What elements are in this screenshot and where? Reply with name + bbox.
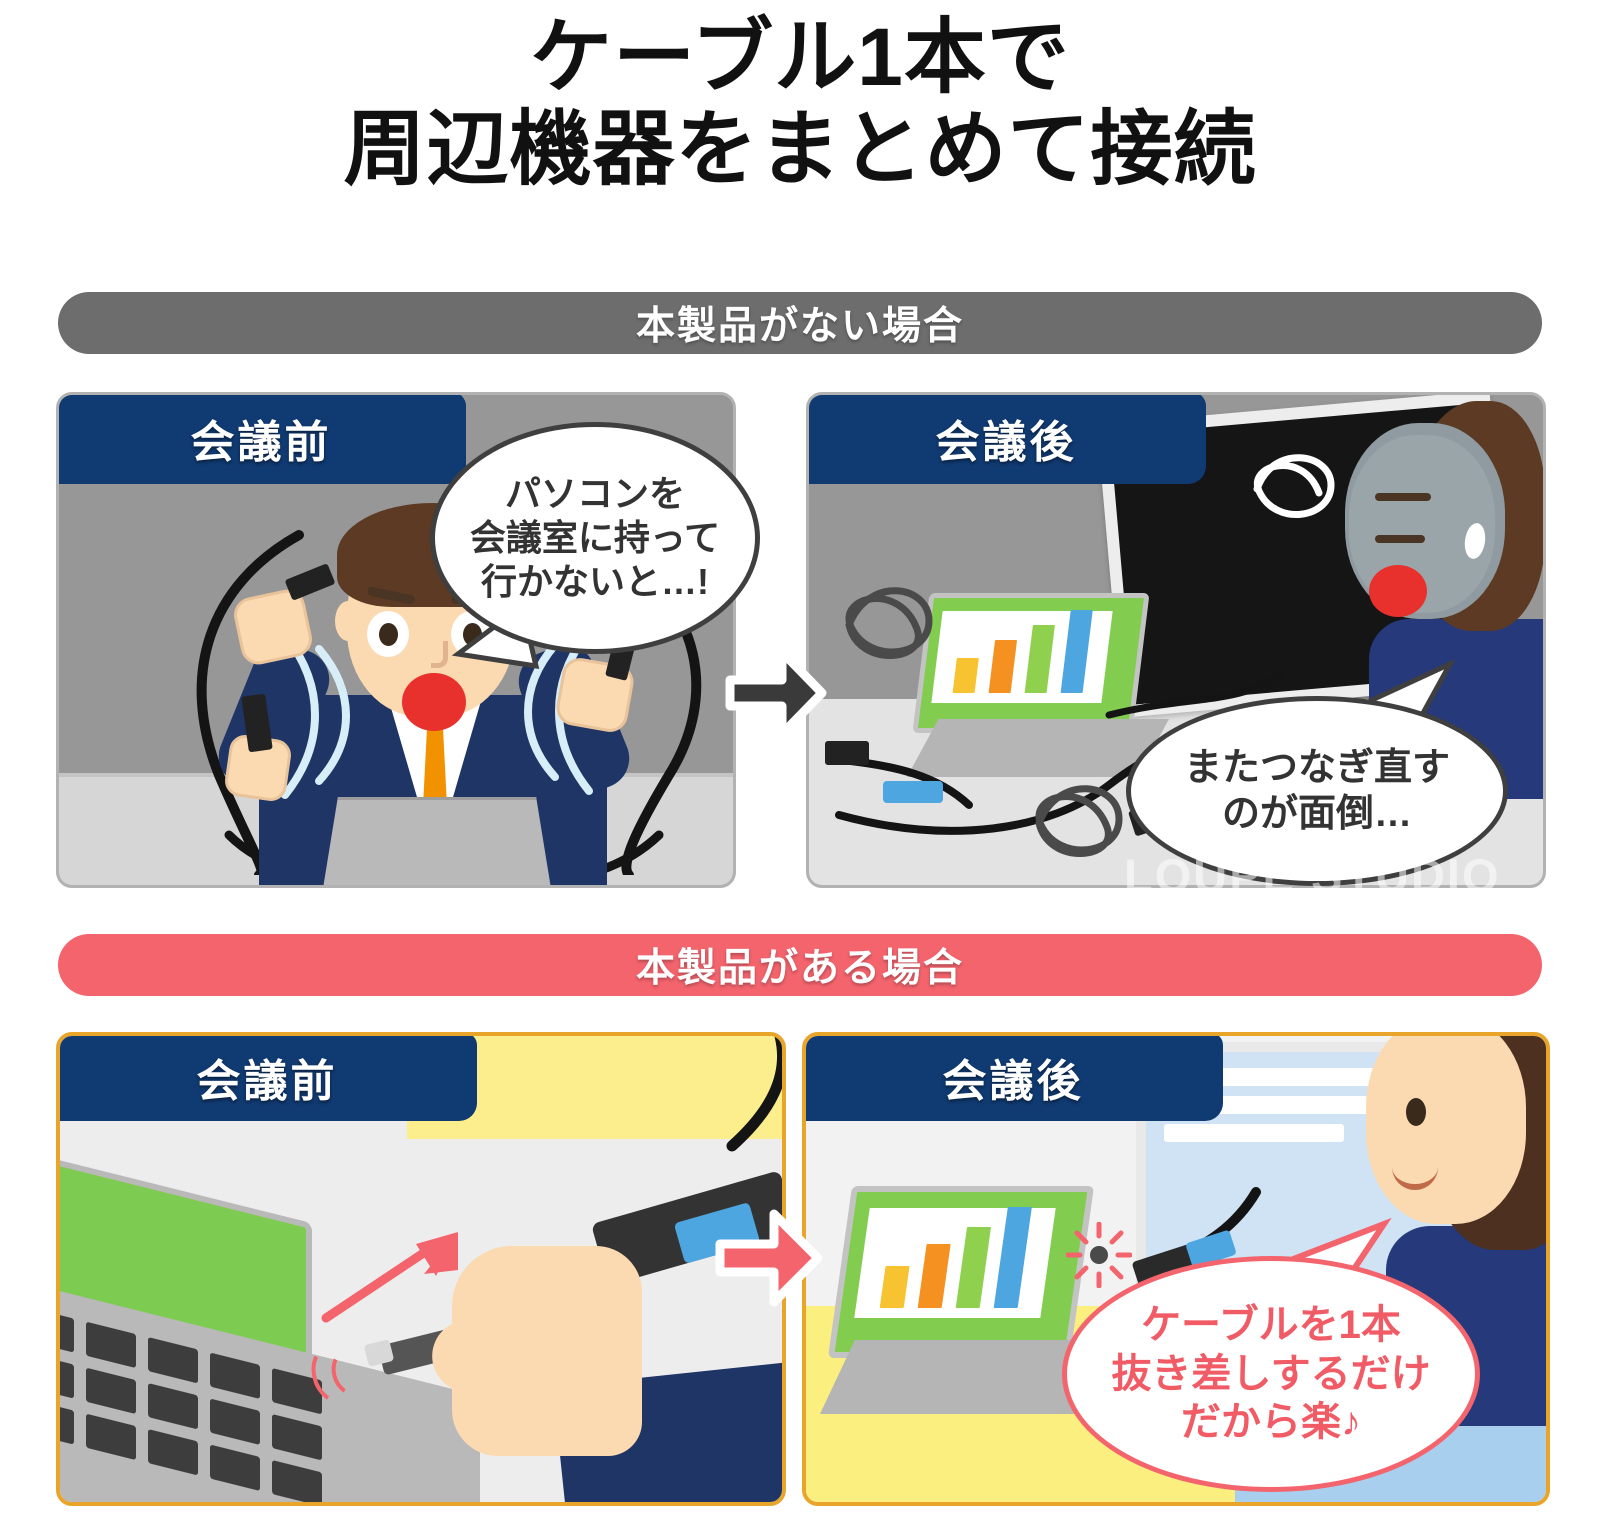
nose [431, 641, 448, 668]
tangled-cable-knot-icon [1035, 785, 1123, 857]
section-banner-without-product: 本製品がない場合 [58, 292, 1542, 354]
panel-tab-label: 会議前 [190, 418, 332, 467]
hub-cable [726, 1036, 782, 1152]
pupil-left [379, 623, 398, 646]
chart-bar [917, 1244, 951, 1308]
eye [1406, 1098, 1426, 1126]
panel-tab-label: 会議前 [196, 1057, 338, 1106]
arrow-right-icon-red [706, 1196, 830, 1320]
arrow-right-icon-gray [716, 634, 834, 752]
open-mouth [1369, 565, 1427, 617]
speech-bubble-after-without: またつなぎ直す のが面倒… [1126, 696, 1508, 886]
panel-tab-before-meeting-with: 会議前 [60, 1036, 477, 1121]
panel-tab-after-meeting-with: 会議後 [806, 1036, 1223, 1121]
smiling-mouth [1392, 1158, 1438, 1190]
usb-memory-stick [883, 781, 943, 803]
page-title-line2: 周辺機器をまとめて接続 [343, 103, 1257, 195]
panel-before-meeting-with: 会議前 [56, 1032, 786, 1506]
bubble-line-3: 行かないと…! [480, 560, 709, 602]
section-banner-with-product: 本製品がある場合 [58, 934, 1542, 996]
bubble-line-2: のが面倒… [1221, 793, 1412, 835]
bubble-line-2: 抜き差しするだけ [1111, 1351, 1431, 1396]
chart-bar [993, 1206, 1032, 1308]
chart-area [854, 1206, 1056, 1318]
chart-bar [879, 1266, 910, 1308]
connection-spark-icon [1066, 1222, 1132, 1288]
bubble-line-1: またつなぎ直す [1183, 746, 1450, 789]
speech-bubble-after-with: ケーブルを1本 抜き差しするだけ だから楽♪ [1062, 1256, 1480, 1492]
cable-plug-icon [825, 741, 869, 765]
bubble-line-1: ケーブルを1本 [1141, 1302, 1401, 1347]
closed-eye-lower [1375, 535, 1425, 543]
direction-arrow-icon [321, 1232, 458, 1323]
closed-eye [1375, 493, 1431, 501]
panel-tab-label: 会議後 [942, 1057, 1084, 1106]
open-mouth [402, 673, 466, 731]
laptop-with-chart [820, 1186, 1116, 1414]
head [1366, 1036, 1526, 1224]
bubble-line-1: パソコンを [504, 473, 685, 515]
page-title-line1: ケーブル1本で [530, 12, 1070, 103]
section-banner-with-product-label: 本製品がある場合 [635, 947, 964, 990]
panel-tab-before-meeting-without: 会議前 [59, 395, 466, 484]
panel-tab-after-meeting-without: 会議後 [809, 395, 1206, 484]
chart-bar [955, 1226, 992, 1308]
frustration-swirl-icon [1253, 454, 1335, 518]
panel-tab-label: 会議後 [935, 418, 1077, 467]
bubble-line-3: だから楽♪ [1180, 1400, 1361, 1445]
speech-bubble-before-without: パソコンを 会議室に持って 行かないと…! [430, 422, 760, 654]
laptop [319, 797, 555, 885]
bubble-line-2: 会議室に持って [469, 517, 721, 559]
laptop-keyboard-base [907, 719, 1169, 777]
section-banner-without-product-label: 本製品がない場合 [635, 305, 964, 348]
laptop-keyboard-base [820, 1340, 1110, 1414]
laptop-with-chart [907, 593, 1177, 777]
tangled-cable-knot-icon [845, 587, 933, 659]
page-title: ケーブル1本で 周辺機器をまとめて接続 [0, 12, 1600, 196]
